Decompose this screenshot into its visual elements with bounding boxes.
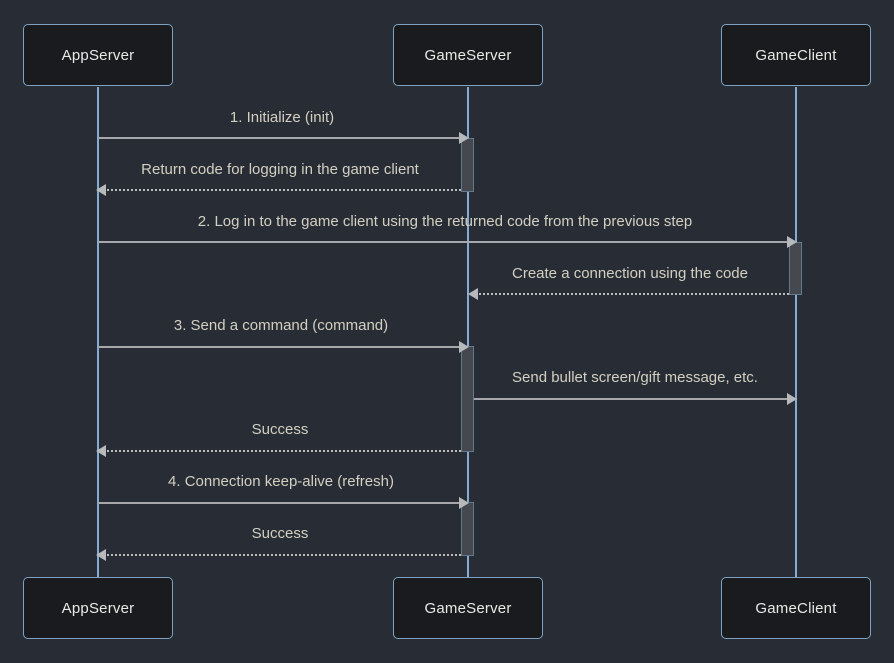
- actor-box-gameclient-top: GameClient: [721, 24, 871, 86]
- actor-label: GameClient: [755, 46, 837, 64]
- arrowhead-right-icon: [787, 393, 797, 405]
- arrowhead-right-icon: [787, 236, 797, 248]
- lifeline-gameserver: [467, 87, 469, 577]
- arrowhead-right-icon: [459, 132, 469, 144]
- message-label-8: 4. Connection keep-alive (refresh): [168, 473, 394, 490]
- arrowhead-left-icon: [468, 288, 478, 300]
- actor-label: GameClient: [755, 599, 837, 617]
- message-label-5: 3. Send a command (command): [173, 317, 389, 334]
- actor-label: GameServer: [424, 46, 512, 64]
- activation-bar-gameclient-1: [789, 242, 802, 295]
- arrow-line: [98, 241, 790, 243]
- actor-box-gameserver-bottom: GameServer: [393, 577, 543, 639]
- activation-bar-gameserver-3: [461, 502, 474, 556]
- actor-label: AppServer: [61, 46, 135, 64]
- arrowhead-right-icon: [459, 497, 469, 509]
- lifeline-gameclient: [795, 87, 797, 577]
- message-label-7: Success: [251, 421, 309, 438]
- activation-bar-gameserver-1: [461, 138, 474, 192]
- lifeline-appserver: [97, 87, 99, 577]
- actor-label: AppServer: [61, 599, 135, 617]
- activation-bar-gameserver-2: [461, 346, 474, 452]
- message-label-3: 2. Log in to the game client using the r…: [197, 213, 693, 230]
- message-label-1: 1. Initialize (init): [229, 109, 335, 126]
- actor-box-gameserver-top: GameServer: [393, 24, 543, 86]
- arrow-line: [103, 554, 461, 556]
- message-label-6: Send bullet screen/gift message, etc.: [512, 369, 758, 386]
- arrowhead-right-icon: [459, 341, 469, 353]
- arrowhead-left-icon: [96, 445, 106, 457]
- arrow-line: [475, 293, 789, 295]
- actor-box-appserver-top: AppServer: [23, 24, 173, 86]
- message-label-4: Create a connection using the code: [512, 265, 748, 282]
- arrowhead-left-icon: [96, 549, 106, 561]
- actor-label: GameServer: [424, 599, 512, 617]
- arrow-line: [98, 346, 462, 348]
- arrow-line: [98, 137, 462, 139]
- actor-box-gameclient-bottom: GameClient: [721, 577, 871, 639]
- arrowhead-left-icon: [96, 184, 106, 196]
- actor-box-appserver-bottom: AppServer: [23, 577, 173, 639]
- message-label-2: Return code for logging in the game clie…: [141, 161, 419, 178]
- arrow-line: [103, 450, 461, 452]
- arrow-line: [98, 502, 462, 504]
- arrow-line: [103, 189, 461, 191]
- message-label-9: Success: [251, 525, 309, 542]
- arrow-line: [474, 398, 790, 400]
